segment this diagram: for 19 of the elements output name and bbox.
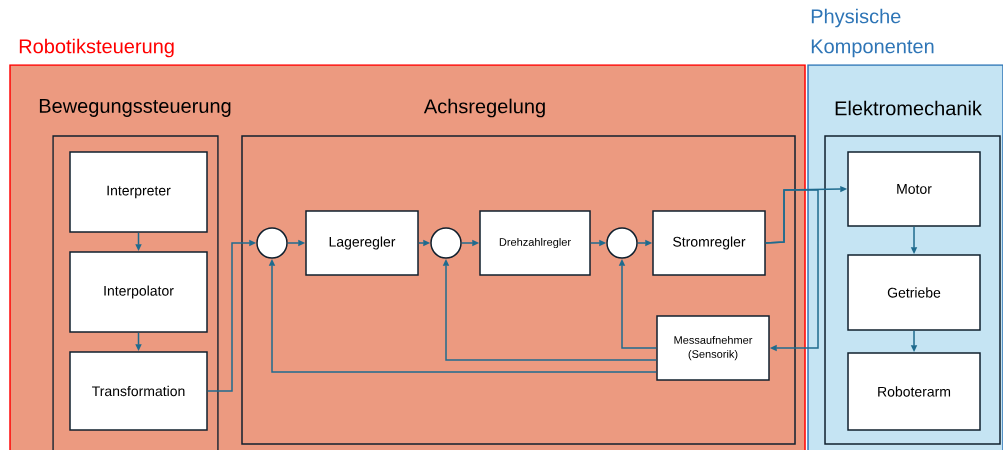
block-box: Transformation — [69, 351, 208, 431]
node-label: Robotiksteuerung — [19, 38, 174, 58]
node-label: Elektromechanik — [835, 100, 982, 116]
block-box: Messaufnehmer (Sensorik) — [656, 315, 770, 381]
block-box: Getriebe — [847, 254, 981, 331]
block-box: Motor — [847, 151, 981, 227]
block-box: Drehzahlregler — [479, 210, 591, 276]
summing-circle — [430, 227, 462, 259]
block-box: Roboterarm — [847, 352, 981, 431]
node-label: Achsregelung — [423, 98, 545, 118]
arrow — [765, 189, 819, 352]
block-box: Interpreter — [69, 151, 208, 233]
block-box: Lageregler — [305, 210, 419, 276]
block-box: Interpolator — [69, 251, 208, 333]
node-label: Bewegungssteuerung — [39, 99, 231, 117]
summing-circle — [256, 227, 288, 259]
block-box: Stromregler — [652, 210, 766, 276]
node-label: Physische Komponenten — [811, 8, 934, 58]
summing-circle — [606, 227, 638, 259]
